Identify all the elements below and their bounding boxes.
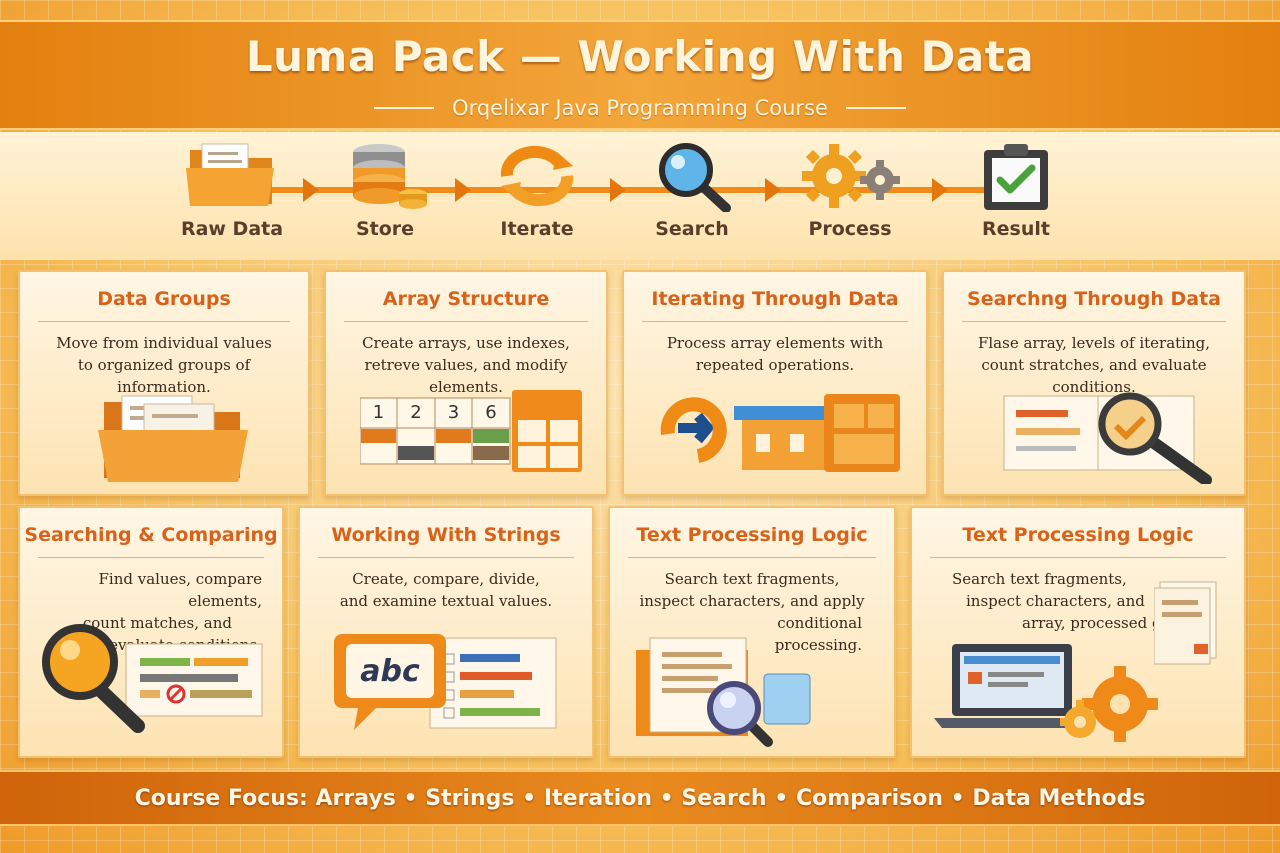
- flow-step-label: Process: [808, 218, 892, 240]
- flow-step-iterate: Iterate: [467, 140, 607, 240]
- folder-icon: [186, 143, 274, 206]
- array-grid-icon: [360, 390, 582, 472]
- card-line: to organized groups of information.: [77, 356, 251, 396]
- document-stack-icon: [1154, 581, 1217, 665]
- laptop-gears-icon: [934, 644, 1158, 742]
- abc-badge: abc: [360, 654, 420, 689]
- card-title: Data Groups: [97, 288, 231, 310]
- card-description: Create arrays, use indexes, retreve valu…: [340, 332, 592, 398]
- card-divider: [962, 321, 1226, 322]
- card-searching-comparing: Searching & Comparing Find values, compa…: [18, 506, 284, 758]
- course-focus-text: Course Focus: Arrays • Strings • Iterati…: [134, 785, 1146, 811]
- card-line: retreve values, and modify elements.: [364, 356, 568, 396]
- flow-step-result: Result: [946, 140, 1086, 240]
- data-flow-band: Raw Data Store Iterate: [0, 132, 1280, 260]
- card-line: Create, compare, divide,: [352, 570, 540, 588]
- flow-step-label: Store: [355, 218, 415, 240]
- card-iterating-through-data: Iterating Through Data Process array ele…: [622, 270, 928, 496]
- array-cell: 2: [410, 402, 422, 423]
- card-line: count stratches, and evaluate conditions…: [981, 356, 1207, 396]
- flow-arrow-icon: [303, 178, 319, 202]
- array-cell: 3: [447, 402, 460, 423]
- card-description: Search text fragments, inspect character…: [624, 568, 880, 656]
- magnifier-icon: [659, 143, 731, 212]
- flow-step-label: Result: [982, 218, 1050, 240]
- flow-arrow-icon: [765, 178, 781, 202]
- card-title: Searching & Comparing: [24, 524, 278, 546]
- page-subtitle: Orqelixar Java Programming Course: [452, 96, 828, 120]
- flow-step-process: Process: [780, 140, 920, 240]
- card-line: and examine textual values.: [339, 592, 553, 610]
- flow-step-search: Search: [622, 140, 762, 240]
- card-text-processing-logic-2: Text Processing Logic Search text fragme…: [910, 506, 1246, 758]
- card-line: Flase array, levels of iterating,: [977, 334, 1211, 352]
- card-data-groups: Data Groups Move from individual values …: [18, 270, 310, 496]
- flow-step-store: Store: [315, 140, 455, 240]
- header-banner: Luma Pack — Working With Data Orqelixar …: [0, 20, 1280, 130]
- document-magnifier-icon: [636, 637, 811, 747]
- card-divider: [628, 557, 876, 558]
- subtitle-row: Orqelixar Java Programming Course: [0, 96, 1280, 120]
- folder-documents-icon: [98, 395, 248, 482]
- card-line: inspect characters, and: [966, 592, 1145, 610]
- subtitle-rule-right: [845, 107, 906, 109]
- card-divider: [642, 321, 908, 322]
- card-line: Search text fragments,: [664, 570, 840, 588]
- array-index-row: 1 2 3 6: [360, 402, 510, 423]
- card-description: Create, compare, divide, and examine tex…: [314, 568, 578, 612]
- card-title: Text Processing Logic: [962, 524, 1194, 546]
- card-divider: [930, 557, 1226, 558]
- card-description: Flase array, levels of iterating, count …: [958, 332, 1230, 398]
- card-title: Working With Strings: [331, 524, 561, 546]
- card-line: count matches, and: [82, 614, 232, 632]
- card-title: Searchng Through Data: [967, 288, 1221, 310]
- card-divider: [38, 321, 290, 322]
- card-divider: [344, 321, 588, 322]
- book-magnifier-icon: [1003, 392, 1212, 484]
- card-description: Process array elements with repeated ope…: [638, 332, 912, 376]
- loop-blocks-icon: [660, 394, 900, 472]
- flow-step-raw-data: Raw Data: [162, 140, 302, 240]
- loop-arrows-icon: [500, 145, 574, 207]
- array-cell: 6: [485, 402, 497, 423]
- gears-icon: [802, 144, 900, 208]
- flow-step-label: Iterate: [500, 218, 574, 240]
- subtitle-rule-left: [374, 107, 435, 109]
- card-line: Create arrays, use indexes,: [362, 334, 570, 352]
- flow-arrow-icon: [455, 178, 471, 202]
- abc-speech-icon: [334, 634, 557, 730]
- card-line: repeated operations.: [695, 356, 855, 374]
- flow-arrow-icon: [932, 178, 948, 202]
- card-line: inspect characters, and apply: [639, 592, 865, 610]
- card-divider: [38, 557, 264, 558]
- array-cell: 1: [372, 402, 385, 423]
- magnifier-list-icon: [42, 624, 263, 733]
- card-line: conditional: [777, 614, 862, 632]
- card-line: Search text fragments,: [952, 570, 1127, 588]
- card-divider: [318, 557, 574, 558]
- card-searching-through-data: Searchng Through Data Flase array, level…: [942, 270, 1246, 496]
- card-array-structure: Array Structure Create arrays, use index…: [324, 270, 608, 496]
- card-line: Move from individual values: [56, 334, 272, 352]
- flow-step-label: Search: [655, 218, 729, 240]
- card-working-with-strings: Working With Strings Create, compare, di…: [298, 506, 594, 758]
- flow-step-label: Raw Data: [180, 218, 284, 240]
- database-icon: [353, 144, 427, 209]
- card-line: Process array elements with: [666, 334, 884, 352]
- card-text-processing-logic-1: Text Processing Logic Search text fragme…: [608, 506, 896, 758]
- card-title: Text Processing Logic: [636, 524, 868, 546]
- flow-arrow-icon: [610, 178, 626, 202]
- clipboard-check-icon: [984, 144, 1048, 210]
- card-line: Find values, compare elements,: [98, 570, 262, 610]
- card-description: Move from individual values to organized…: [34, 332, 294, 398]
- card-title: Iterating Through Data: [651, 288, 899, 310]
- page-title: Luma Pack — Working With Data: [245, 32, 1035, 81]
- card-line: processing.: [774, 636, 862, 654]
- card-title: Array Structure: [382, 288, 550, 310]
- course-focus-footer: Course Focus: Arrays • Strings • Iterati…: [0, 770, 1280, 826]
